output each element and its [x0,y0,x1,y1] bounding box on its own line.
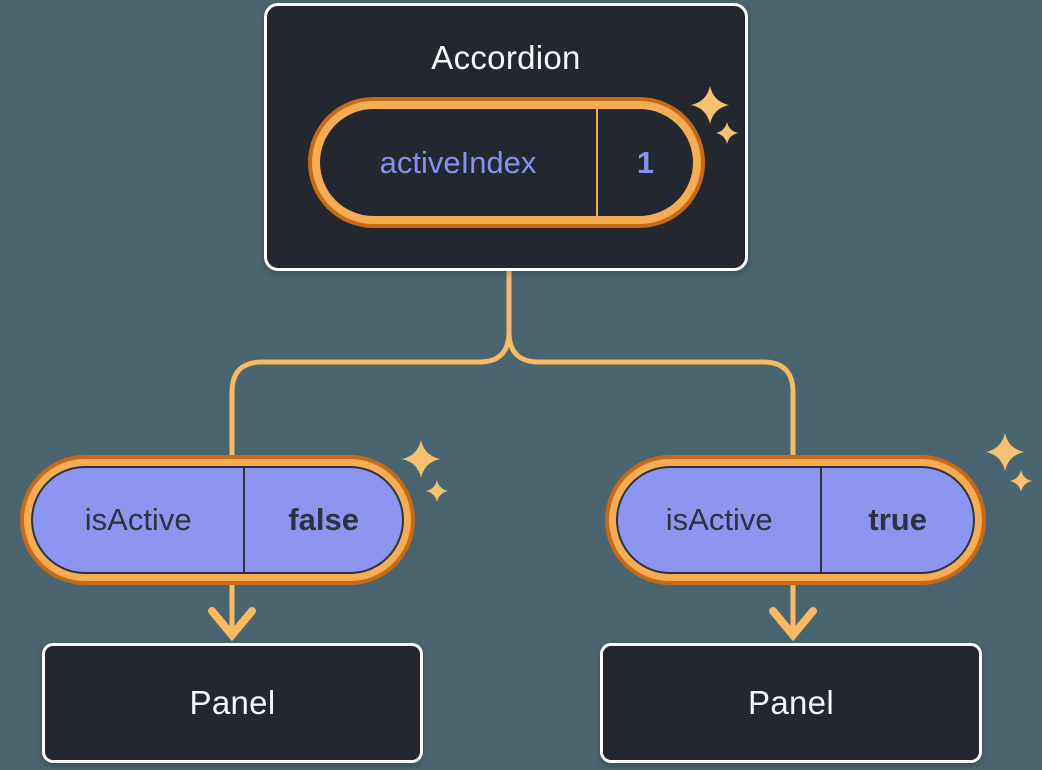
sparkle-icon [426,480,448,502]
state-name-label: activeIndex [379,144,537,180]
prop-value: false [288,502,359,537]
connector-left-branch [229,271,512,465]
pill-divider [243,468,246,572]
connector-right-branch [506,271,796,465]
prop-pill-left: isActive false [24,459,411,581]
accordion-title: Accordion [431,39,581,76]
state-value: 1 [636,144,655,180]
sparkle-icon [986,433,1024,471]
pill-divider [596,109,599,216]
state-pill: activeIndex 1 [312,101,701,224]
prop-value: true [868,502,927,537]
prop-name-label: isActive [665,502,773,537]
prop-pill-right: isActive true [609,459,982,581]
accordion-component-card: Accordion activeIndex 1 [264,3,748,271]
arrow-down-icon [208,607,256,642]
arrow-down-icon [769,607,817,642]
pill-divider [820,468,823,572]
sparkle-icon [1010,470,1032,492]
panel-card-right: Panel [600,643,982,763]
panel-card-left: Panel [42,643,423,763]
sparkle-icon [402,440,440,478]
prop-name-label: isActive [84,502,192,537]
